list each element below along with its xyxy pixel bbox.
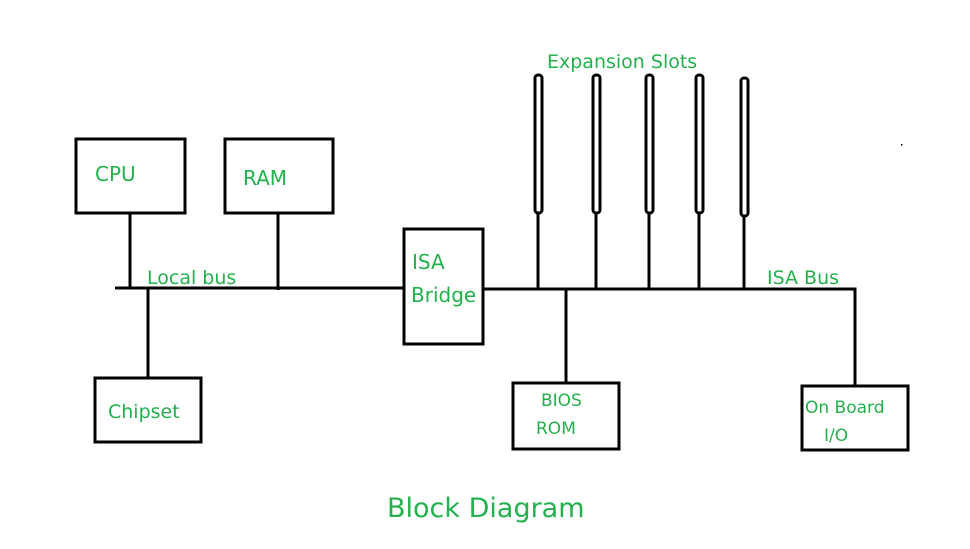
isa-bridge-label-2: Bridge	[411, 283, 476, 307]
chipset-label: Chipset	[108, 401, 180, 423]
bios-label-2: ROM	[536, 419, 576, 439]
cpu-label: CPU	[95, 162, 136, 186]
expansion-slot-5	[739, 76, 750, 218]
stray-dot	[901, 144, 903, 146]
expansion-slots-label: Expansion Slots	[547, 51, 697, 73]
expansion-slot-2	[591, 73, 602, 215]
diagram-title: Block Diagram	[387, 493, 585, 524]
expansion-slot-4	[694, 73, 705, 215]
isa-bus-label: ISA Bus	[767, 267, 839, 289]
ram-label: RAM	[243, 166, 287, 190]
local-bus-label: Local bus	[147, 267, 236, 289]
isa-bridge-label-1: ISA	[412, 250, 445, 274]
expansion-slot-3	[644, 73, 655, 215]
bios-label-1: BIOS	[541, 391, 582, 411]
expansion-slot-1	[533, 73, 544, 215]
isa-bus-line	[483, 287, 857, 386]
onboard-label-1: On Board	[805, 398, 885, 418]
onboard-io-block	[800, 384, 910, 452]
onboard-label-2: I/O	[824, 426, 848, 446]
